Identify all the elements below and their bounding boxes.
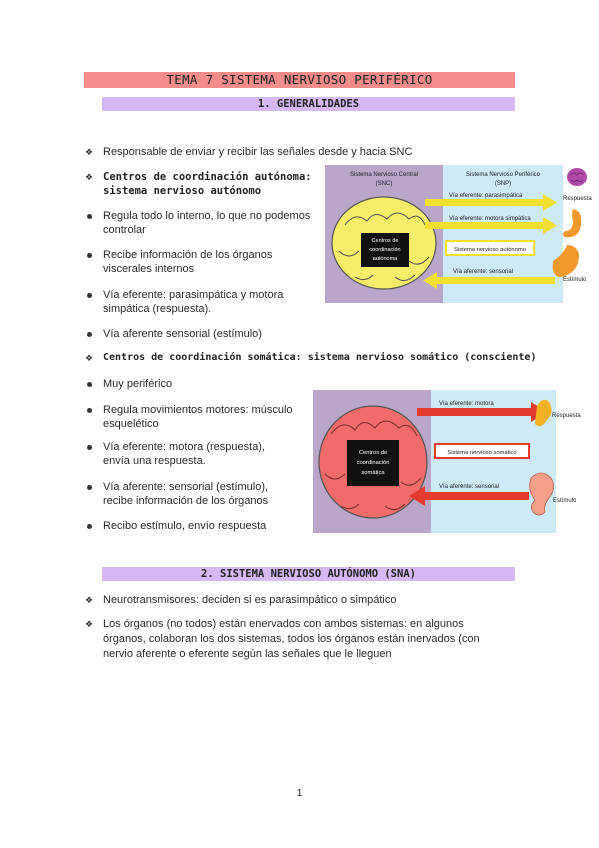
list-item: envía una respuesta.: [103, 455, 206, 467]
brain-label-1: Centros de: [359, 450, 387, 456]
bullet-dot: [87, 214, 92, 219]
bullet-dot: [87, 253, 92, 258]
arrow-right-icon: [425, 194, 557, 211]
arm-muscle-icon: [535, 399, 552, 427]
list-item: nervio aferente o eferente según las señ…: [103, 648, 392, 660]
list-item: simpática (respuesta).: [103, 303, 212, 315]
page-number: 1: [296, 788, 303, 799]
somatic-heading: Centros de coordinación somática: sistem…: [103, 352, 537, 363]
respuesta-label: Respuesta: [563, 196, 592, 202]
list-item: Vía eferente: parasimpática y motora: [103, 289, 284, 301]
via-sensorial: Vía aferente: sensorial: [439, 484, 499, 490]
page-title: TEMA 7 SISTEMA NERVIOSO PERIFÉRICO: [84, 72, 515, 88]
estimulo-label: Estímulo: [563, 277, 587, 283]
list-item: Recibo estímulo, envío respuesta: [103, 520, 267, 532]
via-sensorial: Vía aferente: sensorial: [453, 269, 513, 275]
pns-title-1: Sistema Nervioso Periférico: [466, 172, 541, 178]
bullet-dot: [87, 445, 92, 450]
brain-label-3: somática: [361, 470, 385, 476]
sna-box: [445, 240, 535, 256]
arrow-right-icon: [425, 217, 557, 234]
list-item: controlar: [103, 224, 146, 236]
pns-title-2: (SNP): [495, 181, 511, 187]
bullet-dot: [87, 293, 92, 298]
autonomic-heading-line-1: Centros de coordinación autónoma:: [103, 171, 312, 183]
brain-label-2: coordinación: [357, 460, 390, 466]
diamond-bullet-icon: ❖: [85, 147, 94, 157]
brain-label-2: coordinación: [369, 247, 400, 253]
list-item: Regula todo lo interno, lo que no podemo…: [103, 210, 311, 222]
list-item: Recibe información de los órganos: [103, 249, 273, 261]
list-item: Regula movimientos motores: músculo: [103, 404, 293, 416]
via-motora: Vía eferente: motora: [439, 401, 494, 407]
autonomic-heading-line-2: sistema nervioso autónomo: [103, 185, 262, 197]
diamond-bullet-icon: ❖: [85, 172, 94, 182]
cns-title-2: (SNC): [376, 181, 393, 187]
list-item: Vía aferente: sensorial (estímulo),: [103, 481, 269, 493]
brain-label-3: autónoma: [373, 256, 398, 262]
stomach-icon: [552, 209, 582, 277]
ear-icon: [529, 472, 554, 516]
sna-box-label: Sistema nervioso autónomo: [454, 247, 526, 253]
arrow-left-icon: [423, 272, 555, 289]
arrow-left-icon: [409, 486, 529, 506]
list-item: Vía eferente: motora (respuesta),: [103, 441, 266, 453]
list-item: Muy periférico: [103, 378, 173, 390]
cns-title-1: Sistema Nervioso Central: [350, 172, 418, 178]
via-parasimpatica: Vía eferente: parasimpática: [449, 193, 523, 199]
list-item: Vía aferente sensorial (estímulo): [103, 328, 262, 340]
bullet-dot: [87, 408, 92, 413]
section-heading-sna: 2. SISTEMA NERVIOSO AUTÓNOMO (SNA): [102, 567, 515, 581]
bullet-dot: [87, 485, 92, 490]
somatic-diagram: Centros de coordinación somática Vía efe…: [313, 390, 588, 533]
diamond-bullet-icon: ❖: [85, 595, 94, 605]
brain-label-1: Centros de: [372, 238, 399, 244]
diamond-bullet-icon: ❖: [85, 353, 94, 363]
sns-box: [434, 443, 530, 459]
brain-label-box: [347, 440, 399, 486]
list-item: esquelético: [103, 418, 159, 430]
bullet-dot: [87, 382, 92, 387]
respuesta-label: Respuesta: [552, 413, 581, 419]
list-item: Responsable de enviar y recibir las seña…: [103, 146, 413, 158]
bullet-dot: [87, 524, 92, 529]
list-item: recibe información de los órganos: [103, 495, 269, 507]
list-item: Los órganos (no todos) están enervados c…: [103, 618, 464, 630]
section-heading-generalidades: 1. GENERALIDADES: [102, 97, 515, 111]
autonomic-diagram: Sistema Nervioso Central (SNC) Sistema N…: [325, 165, 599, 303]
list-item: órganos, colaboran los dos sistemas, tod…: [103, 633, 480, 645]
brain-organ-icon: [567, 168, 587, 186]
list-item: viscerales internos: [103, 263, 195, 275]
brain-label-box: [361, 233, 409, 267]
via-simpatica: Vía eferente: motora simpática: [449, 216, 531, 222]
diamond-bullet-icon: ❖: [85, 619, 94, 629]
bullet-dot: [87, 332, 92, 337]
sns-box-label: Sistema nervioso somático: [447, 450, 516, 456]
estimulo-label: Estímulo: [553, 498, 577, 504]
list-item: Neurotransmisores: deciden si es parasim…: [103, 594, 397, 606]
